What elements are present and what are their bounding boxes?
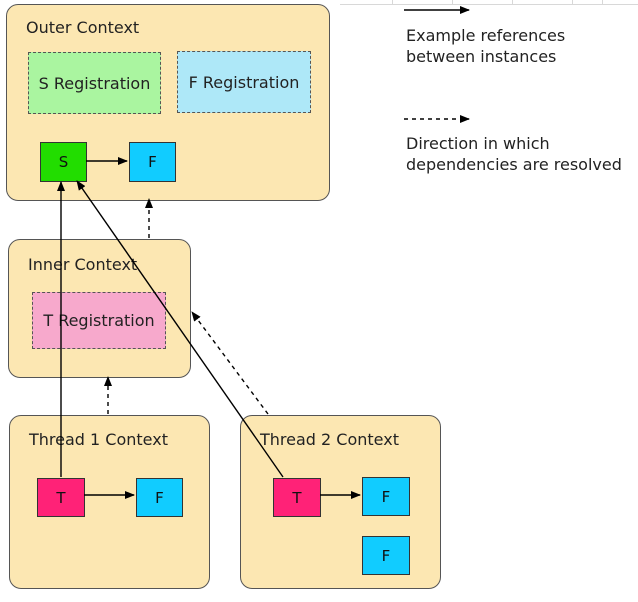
thread1-context: Thread 1 Context T F: [9, 415, 210, 589]
legend-solid-line2: between instances: [406, 47, 557, 66]
arrow-thread2-t-to-s: [76, 180, 284, 478]
f-instance-thread2-extra: F: [362, 536, 410, 575]
t-instance-thread2: T: [273, 478, 321, 517]
s-registration: S Registration: [28, 52, 161, 114]
thread1-context-title: Thread 1 Context: [29, 430, 168, 449]
outer-context-title: Outer Context: [26, 18, 140, 37]
s-instance: S: [40, 142, 87, 182]
legend-dashed-line1: Direction in which: [406, 134, 550, 153]
t-registration: T Registration: [32, 292, 166, 349]
legend-dashed-line2: dependencies are resolved: [406, 155, 622, 174]
f-instance: F: [129, 142, 176, 182]
f-registration: F Registration: [177, 51, 311, 113]
legend-solid-text: Example references between instances: [406, 25, 565, 67]
f-instance-thread2: F: [362, 477, 410, 516]
t-instance-thread1: T: [37, 478, 85, 517]
outer-context: Outer Context S Registration F Registrat…: [6, 4, 330, 201]
top-border-line: [340, 0, 638, 5]
inner-context-title: Inner Context: [28, 255, 138, 274]
legend-dashed-text: Direction in which dependencies are reso…: [406, 133, 622, 175]
thread2-context-title: Thread 2 Context: [260, 430, 399, 449]
dashed-arrow-thread2-to-inner: [191, 311, 269, 415]
thread2-context: Thread 2 Context T F F: [240, 415, 441, 589]
legend-solid-line1: Example references: [406, 26, 566, 45]
inner-context: Inner Context T Registration: [8, 239, 191, 378]
f-instance-thread1: F: [136, 478, 183, 517]
